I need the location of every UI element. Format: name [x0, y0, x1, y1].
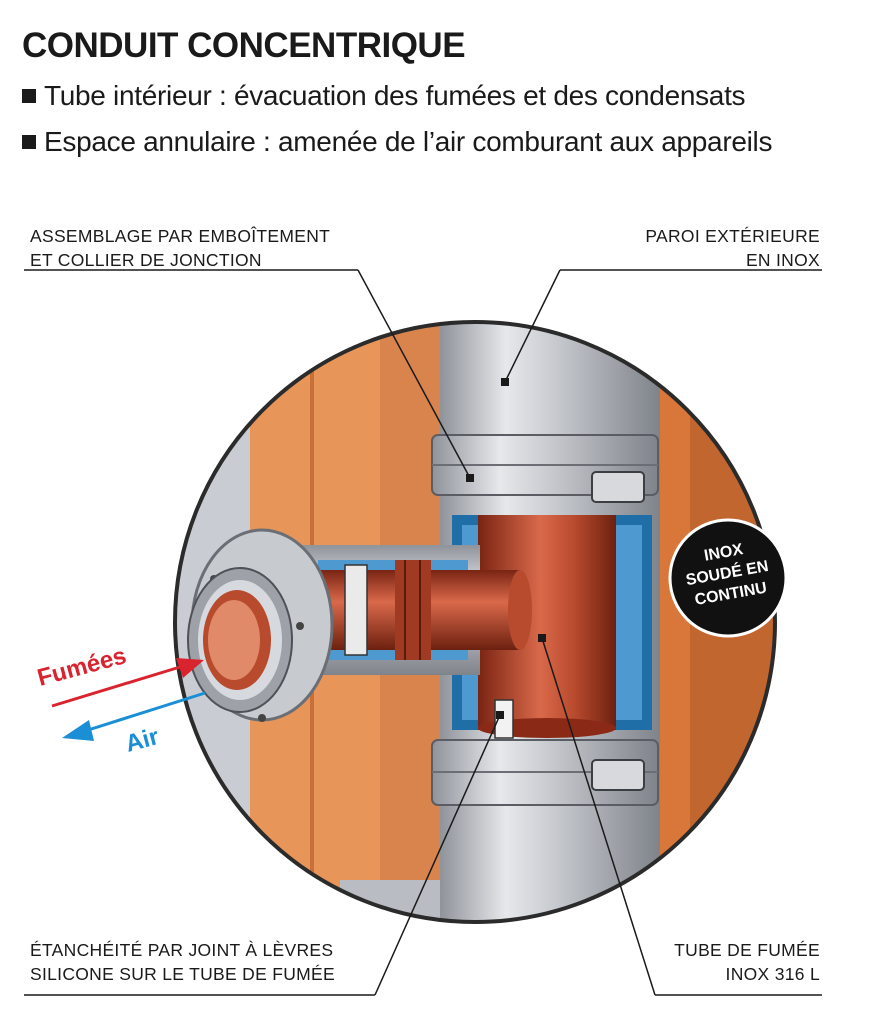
leader-dot — [501, 378, 509, 386]
label-lip-seal: ÉTANCHÉITÉ PAR JOINT À LÈVRES SILICONE S… — [30, 938, 335, 986]
label-assembly-collar: ASSEMBLAGE PAR EMBOÎTEMENT ET COLLIER DE… — [30, 224, 330, 272]
label-flue-tube: TUBE DE FUMÉE INOX 316 L — [674, 938, 820, 986]
label-line: ET COLLIER DE JONCTION — [30, 250, 262, 270]
air-label: Air — [123, 723, 162, 758]
leader-dot — [496, 711, 504, 719]
label-line: PAROI EXTÉRIEURE — [645, 226, 820, 246]
fumees-arrow — [51, 658, 204, 708]
bullet-square-icon — [22, 135, 36, 149]
diagram-title: CONDUIT CONCENTRIQUE — [22, 26, 466, 65]
clamp-latch — [591, 759, 645, 791]
bullet-inner-tube: Tube intérieur : évacuation des fumées e… — [22, 80, 746, 112]
bullet-annular-space: Espace annulaire : amenée de l’air combu… — [22, 126, 772, 158]
bullet-text: Tube intérieur : évacuation des fumées e… — [44, 80, 746, 111]
leader-dot — [466, 474, 474, 482]
air-arrow — [62, 691, 206, 741]
label-outer-wall: PAROI EXTÉRIEURE EN INOX — [645, 224, 820, 272]
label-line: ÉTANCHÉITÉ PAR JOINT À LÈVRES — [30, 940, 334, 960]
fumees-label: Fumées — [35, 642, 130, 692]
bullet-text: Espace annulaire : amenée de l’air combu… — [44, 126, 773, 157]
label-line: INOX 316 L — [725, 964, 820, 984]
leader-dot — [538, 634, 546, 642]
label-line: SILICONE SUR LE TUBE DE FUMÉE — [30, 964, 335, 984]
cutaway-scene — [175, 322, 775, 922]
badge-line-1: INOX — [703, 541, 745, 565]
bullet-square-icon — [22, 89, 36, 103]
label-line: EN INOX — [745, 250, 820, 270]
inox-badge: INOX SOUDÉ EN CONTINU — [668, 518, 788, 638]
label-line: TUBE DE FUMÉE — [674, 940, 820, 960]
clamp-latch — [591, 471, 645, 503]
leader-lines — [357, 269, 656, 996]
cutaway-circle-border — [173, 320, 777, 924]
label-line: ASSEMBLAGE PAR EMBOÎTEMENT — [30, 226, 331, 246]
